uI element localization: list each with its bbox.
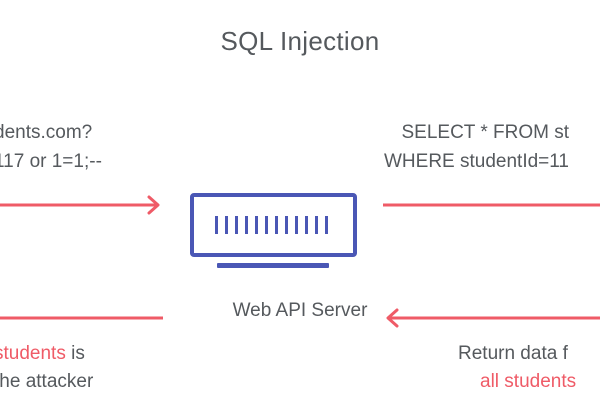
malicious-request-text: dents.com? 117 or 1=1;-- xyxy=(0,118,102,176)
server-rack-icon xyxy=(190,193,357,268)
response-right-text: Return data f all students xyxy=(458,340,576,396)
sql-query-text: SELECT * FROM st WHERE studentId=11 xyxy=(384,118,569,176)
request-right-line1: SELECT * FROM st xyxy=(401,122,569,143)
request-right-line2: WHERE studentId=11 xyxy=(384,151,569,172)
response-right-line1: Return data f xyxy=(458,343,568,364)
request-left-line2: 117 or 1=1;-- xyxy=(0,151,102,172)
diagram-title: SQL Injection xyxy=(220,26,380,56)
response-left-accent: students xyxy=(0,343,66,364)
response-left-text: students is the attacker xyxy=(0,340,93,396)
response-right-accent: all students xyxy=(480,371,577,392)
server-label: Web API Server xyxy=(232,300,368,321)
request-arrow-left xyxy=(0,195,160,215)
response-arrow-right xyxy=(386,308,600,328)
response-left-line1-rest: is xyxy=(65,343,85,364)
response-left-line2: the attacker xyxy=(0,371,94,392)
request-left-line1: dents.com? xyxy=(0,122,93,143)
